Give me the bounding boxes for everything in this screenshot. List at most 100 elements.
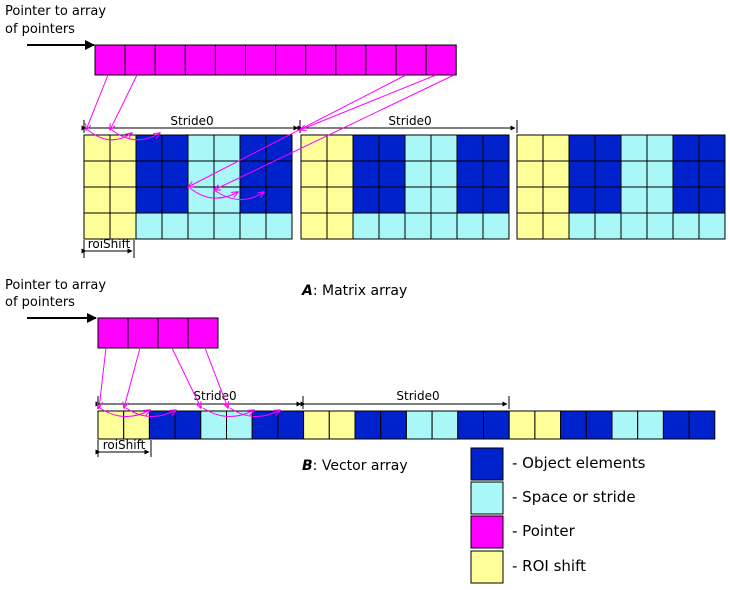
- pointer-cell: [335, 44, 367, 76]
- legend-swatch-stride: [470, 481, 504, 515]
- pointer-cell: [187, 317, 219, 349]
- matrix-cell-object: [594, 160, 622, 188]
- matrix-cell-object: [135, 134, 163, 162]
- pointer-cell: [127, 317, 159, 349]
- matrix-cell-roi: [300, 212, 328, 240]
- matrix-cell-stride: [352, 212, 380, 240]
- matrix-cell-stride: [568, 212, 596, 240]
- legend: - Object elements- Space or stride- Poin…: [470, 447, 646, 584]
- matrix-cell-object: [161, 186, 189, 214]
- vector-cell-object: [585, 410, 613, 440]
- vector-cell-object: [277, 410, 305, 440]
- matrix-cell-stride: [456, 212, 484, 240]
- matrix-cell-roi: [83, 212, 111, 240]
- matrix-cell-object: [456, 186, 484, 214]
- pointer-cell: [124, 44, 156, 76]
- matrix-cell-roi: [109, 212, 137, 240]
- vector-pointer-array: [97, 317, 219, 349]
- matrix-cell-roi: [300, 186, 328, 214]
- matrix-cell-roi: [109, 160, 137, 188]
- matrix-pointer-arrows: [86, 74, 455, 200]
- matrix-cell-stride: [430, 160, 458, 188]
- matrix-cell-stride: [620, 160, 648, 188]
- vector-roishift-label: roiShift: [103, 438, 146, 452]
- matrix-cell-object: [352, 160, 380, 188]
- matrix-cell-object: [265, 134, 293, 162]
- matrix-cell-roi: [542, 160, 570, 188]
- matrix-cell-stride: [213, 186, 241, 214]
- pointer-cell: [154, 44, 186, 76]
- matrix-cell-roi: [326, 160, 354, 188]
- matrix-cell-stride: [430, 134, 458, 162]
- pointer-cell: [97, 317, 129, 349]
- vector-cell-object: [380, 410, 407, 440]
- legend-swatch-pointer: [470, 515, 504, 549]
- matrix-cell-stride: [620, 186, 648, 214]
- vector-cell-roi: [534, 410, 562, 440]
- matrix-cell-object: [456, 134, 484, 162]
- matrix-cell-stride: [646, 134, 674, 162]
- matrix-cell-stride: [187, 186, 215, 214]
- matrix-roishift-label: roiShift: [88, 237, 131, 251]
- matrix-cell-object: [352, 134, 380, 162]
- matrix-cell-stride: [646, 160, 674, 188]
- matrix-cell-roi: [326, 134, 354, 162]
- matrix-cell-object: [352, 186, 380, 214]
- matrix-cell-stride: [161, 212, 189, 240]
- matrix-cell-stride: [482, 212, 510, 240]
- vector-cell-object: [483, 410, 510, 440]
- matrix-cell-roi: [109, 186, 137, 214]
- vector-cell-object: [560, 410, 587, 440]
- matrix-cell-roi: [326, 212, 354, 240]
- matrix-cell-stride: [187, 160, 215, 188]
- matrix-cell-roi: [300, 134, 328, 162]
- matrix-cell-object: [698, 186, 726, 214]
- matrix-cell-object: [239, 134, 267, 162]
- matrix-cell-object: [672, 160, 700, 188]
- matrix-cell-stride: [646, 212, 674, 240]
- vector-cell-object: [688, 410, 716, 440]
- legend-label-object: - Object elements: [512, 454, 646, 472]
- matrix-cell-roi: [516, 134, 544, 162]
- matrix-cell-object: [568, 160, 596, 188]
- vector-cell-object: [354, 410, 382, 440]
- matrix-cell-roi: [542, 186, 570, 214]
- matrix-cell-object: [135, 160, 163, 188]
- matrix-cell-stride: [213, 212, 241, 240]
- vector-cell-roi: [303, 410, 330, 440]
- matrix-cell-stride: [239, 212, 267, 240]
- matrix-cell-object: [161, 160, 189, 188]
- matrix-cell-object: [698, 160, 726, 188]
- legend-swatch-object: [470, 447, 504, 481]
- matrix-cell-roi: [516, 160, 544, 188]
- matrix-element-grid: [83, 134, 726, 240]
- vector-element-row: [97, 410, 716, 440]
- pointer-cell: [157, 317, 189, 349]
- legend-swatch-roi: [470, 550, 504, 584]
- pointer-cell: [184, 44, 216, 76]
- matrix-cell-object: [672, 186, 700, 214]
- matrix-cell-stride: [594, 212, 622, 240]
- matrix-cell-object: [672, 134, 700, 162]
- matrix-cell-roi: [83, 186, 111, 214]
- matrix-cell-object: [482, 160, 510, 188]
- matrix-cell-stride: [698, 212, 726, 240]
- legend-label-roi: - ROI shift: [512, 557, 586, 575]
- matrix-stride-label-2: Stride0: [388, 114, 431, 128]
- pointer-cell: [214, 44, 246, 76]
- matrix-cell-object: [239, 160, 267, 188]
- matrix-section: Pointer to array of pointers Stride0 Str…: [5, 4, 726, 299]
- matrix-cell-stride: [378, 212, 406, 240]
- matrix-cell-stride: [646, 186, 674, 214]
- vector-cell-stride: [637, 410, 664, 440]
- matrix-pointer-label-line1: Pointer to array: [5, 4, 106, 19]
- matrix-cell-object: [265, 186, 293, 214]
- matrix-cell-object: [239, 186, 267, 214]
- matrix-stride-dimension-2: Stride0: [297, 114, 518, 133]
- vector-pointer-label-line2: of pointers: [5, 295, 75, 310]
- pointer-cell: [395, 44, 427, 76]
- matrix-cell-object: [135, 186, 163, 214]
- vector-stride-dimension-2: Stride0: [300, 389, 510, 409]
- matrix-cell-object: [378, 134, 406, 162]
